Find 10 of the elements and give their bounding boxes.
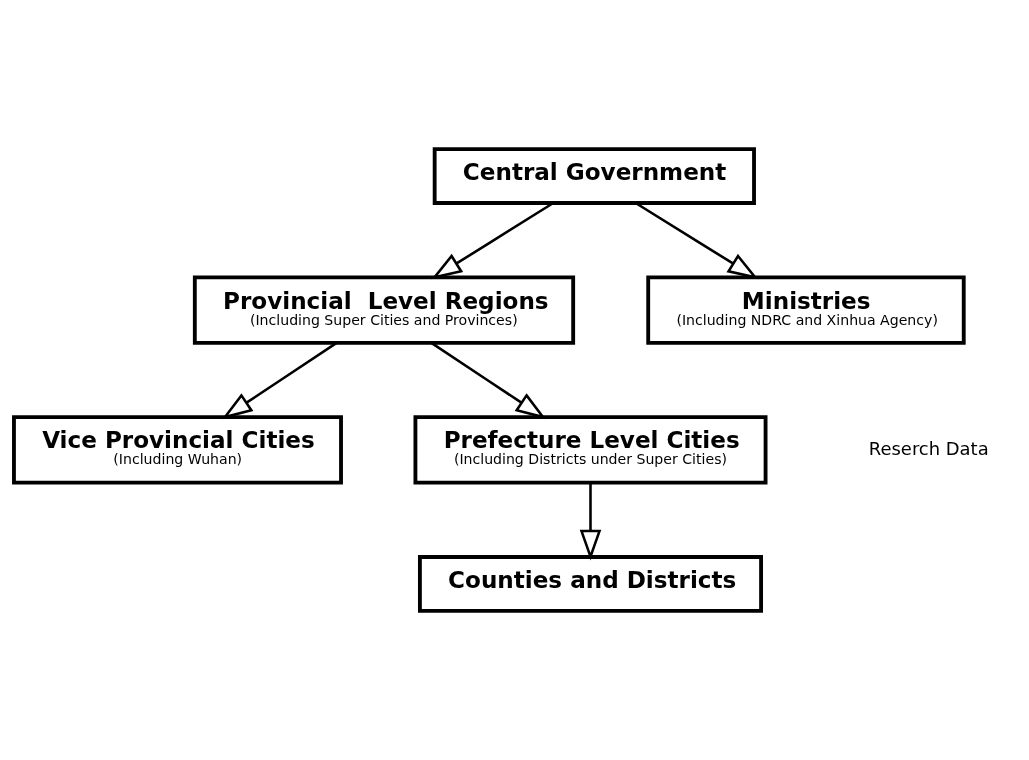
node-box: Provincial Level Regions (Including Super Cities and Provinces) (192, 275, 576, 345)
node-box: Prefecture Level Cities (Including Districts under Super Cities) (413, 415, 768, 485)
arrow (221, 341, 338, 420)
label: Reserch Data (868, 437, 989, 459)
arrow (430, 341, 547, 420)
arrow (579, 482, 602, 561)
node-box: Vice Provincial Cities (Including Wuhan) (12, 415, 343, 485)
node-box: Ministries (Including NDRC and Xinhua Agency) (646, 275, 966, 345)
node-box: Central Government (432, 147, 756, 205)
node-box: Counties and Districts (418, 555, 763, 613)
